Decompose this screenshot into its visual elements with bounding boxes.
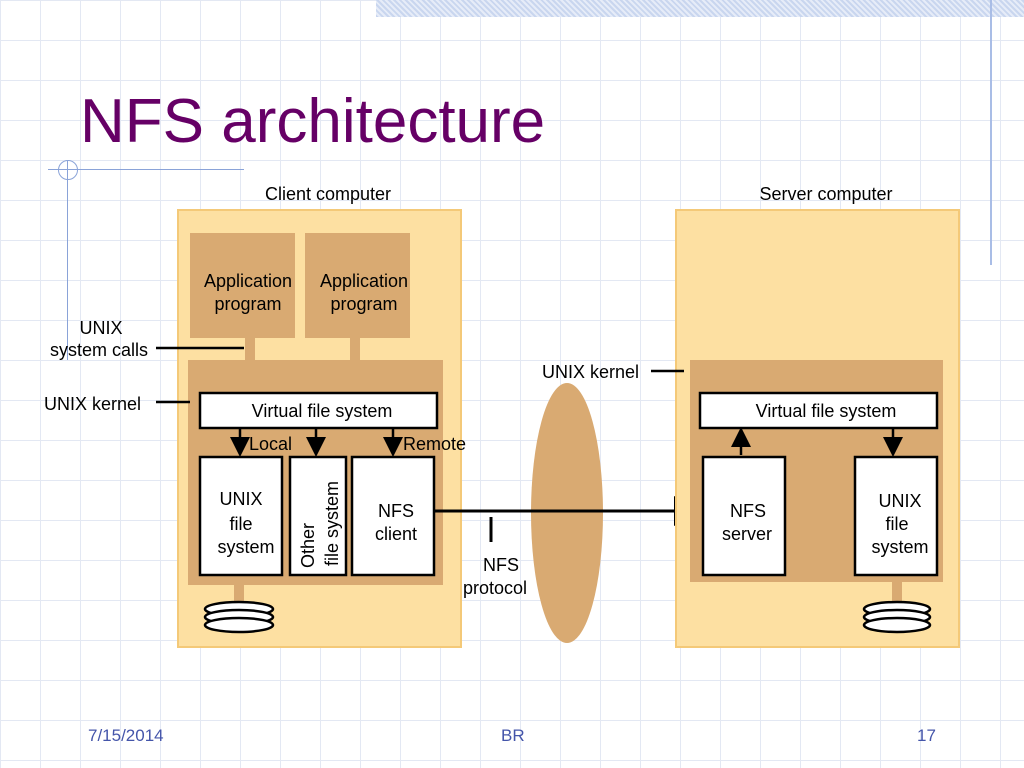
server-unix-fs-box — [853, 455, 939, 577]
other-fs-box — [288, 455, 348, 577]
app2-label-line1: Application — [320, 271, 408, 291]
client-vfs-label: Virtual file system — [252, 401, 393, 421]
client-unixfs-line3: system — [217, 537, 274, 557]
server-vfs-label: Virtual file system — [756, 401, 897, 421]
unix-syscalls-label-line1: UNIX — [79, 318, 122, 338]
client-unix-fs-box — [198, 455, 284, 577]
left-decoration-line — [67, 160, 68, 360]
nfs-client-box — [350, 455, 436, 577]
server-unixfs-line3: system — [871, 537, 928, 557]
app2-connector — [350, 338, 360, 360]
decoration-circle — [58, 160, 78, 180]
nfs-server-line1: NFS — [730, 501, 766, 521]
nfs-client-line1: NFS — [378, 501, 414, 521]
footer-center: BR — [501, 726, 525, 745]
network-ellipse — [531, 383, 603, 643]
nfs-server-line2: server — [722, 524, 772, 544]
app-program-2 — [305, 233, 410, 338]
footer-page-number: 17 — [917, 726, 936, 745]
other-fs-line1: Other — [298, 523, 318, 568]
unix-kernel-server-label: UNIX kernel — [542, 362, 639, 382]
app1-label-line2: program — [214, 294, 281, 314]
local-label: Local — [249, 434, 292, 454]
server-disk-icon — [862, 600, 932, 634]
right-decoration-line — [990, 0, 992, 265]
server-computer-heading: Server computer — [759, 184, 892, 204]
app2-label-line2: program — [330, 294, 397, 314]
client-vfs-box — [198, 391, 439, 430]
app1-label-line1: Application — [204, 271, 292, 291]
nfs-client-line2: client — [375, 524, 417, 544]
server-disk-connector — [892, 580, 902, 607]
top-decoration-bar — [376, 0, 1024, 17]
title-underline — [48, 169, 244, 170]
server-unixfs-line1: UNIX — [878, 491, 921, 511]
app-program-1 — [190, 233, 295, 338]
remote-label: Remote — [403, 434, 466, 454]
nfs-server-box — [701, 455, 787, 577]
client-disk-icon — [203, 600, 275, 634]
app1-connector — [245, 338, 255, 360]
nfs-protocol-line1: NFS — [483, 555, 519, 575]
unix-kernel-client-label: UNIX kernel — [44, 394, 141, 414]
client-unixfs-line1: UNIX — [219, 489, 262, 509]
client-computer-heading: Client computer — [265, 184, 391, 204]
server-unixfs-line2: file — [885, 514, 908, 534]
server-vfs-box — [698, 391, 939, 430]
client-disk-connector — [234, 585, 244, 607]
slide-title: NFS architecture — [80, 87, 546, 156]
footer-date: 7/15/2014 — [88, 726, 164, 745]
other-fs-line2: file system — [322, 481, 342, 566]
client-unixfs-line2: file — [229, 514, 252, 534]
nfs-protocol-line2: protocol — [463, 578, 527, 598]
unix-syscalls-label-line2: system calls — [50, 340, 148, 360]
